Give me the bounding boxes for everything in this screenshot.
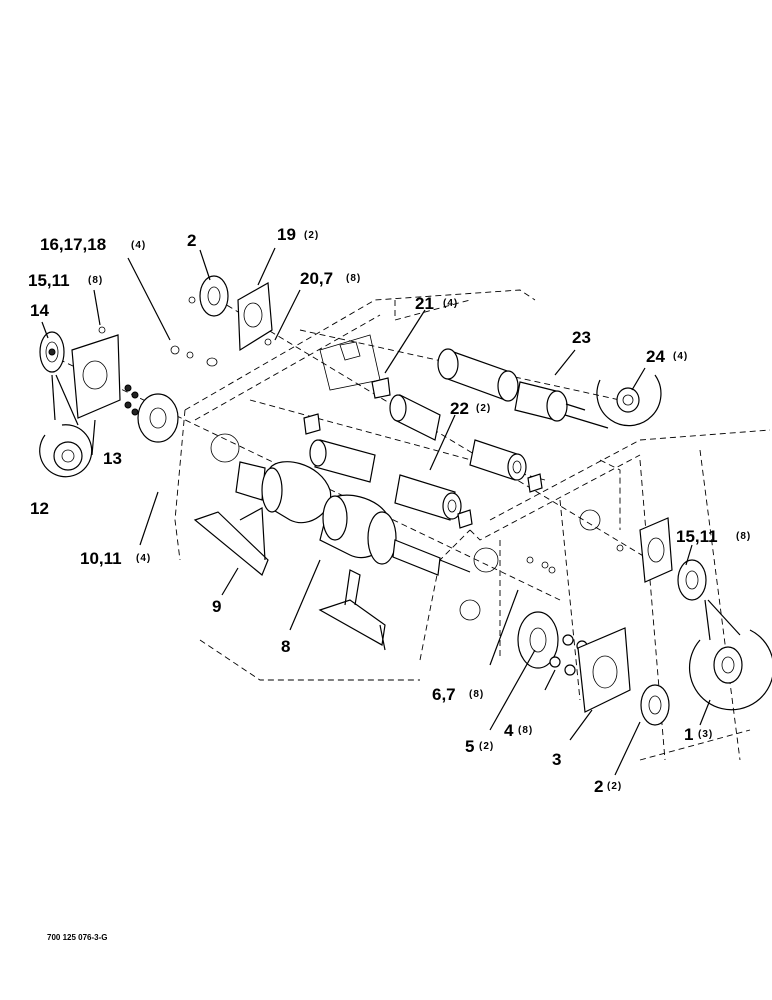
qty-22: (2)	[476, 403, 491, 414]
label-2-top: 2	[187, 231, 196, 250]
qty-1: (3)	[698, 729, 713, 740]
label-10-11: 10,11	[80, 549, 122, 568]
label-19: 19	[277, 225, 296, 244]
label-4: 4	[504, 721, 514, 740]
qty-6-7: (8)	[469, 689, 484, 700]
label-15-11-right: 15,11	[676, 527, 718, 546]
qty-15-11-left: (8)	[88, 275, 103, 286]
label-24: 24	[646, 347, 665, 366]
label-13: 13	[103, 449, 122, 468]
label-6-7: 6,7	[432, 685, 456, 704]
label-14: 14	[30, 301, 49, 320]
qty-15-11-right: (8)	[736, 531, 751, 542]
label-16-17-18: 16,17,18	[40, 235, 106, 254]
label-23: 23	[572, 328, 591, 347]
qty-4: (8)	[518, 725, 533, 736]
machine-frame	[174, 289, 771, 761]
drum-roller	[235, 461, 471, 576]
label-2-bottom: 2	[594, 777, 603, 796]
label-20-7: 20,7	[300, 269, 333, 288]
right-bearing-assembly	[517, 374, 772, 726]
qty-5: (2)	[479, 741, 494, 752]
top-bearing-assembly	[188, 275, 273, 352]
left-bearing-assembly	[39, 326, 218, 478]
label-1: 1	[684, 725, 693, 744]
figure-code: 700 125 076-3-G	[47, 933, 108, 942]
brackets	[193, 507, 386, 651]
rollers	[303, 348, 586, 529]
label-22: 22	[450, 399, 469, 418]
qty-21: (4)	[443, 298, 458, 309]
label-21: 21	[415, 294, 434, 313]
label-3: 3	[552, 750, 561, 769]
qty-24: (4)	[673, 351, 688, 362]
qty-20-7: (8)	[346, 273, 361, 284]
qty-19: (2)	[304, 230, 319, 241]
label-9: 9	[212, 597, 221, 616]
label-15-11-left: 15,11	[28, 271, 70, 290]
qty-10-11: (4)	[136, 553, 151, 564]
qty-2-bottom: (2)	[607, 781, 622, 792]
label-8: 8	[281, 637, 290, 656]
qty-16-17-18: (4)	[131, 240, 146, 251]
leader-lines	[41, 247, 711, 776]
callout-labels: 2 19 (2) 16,17,18 (4) 20,7 (8) 15,11 (8)…	[28, 225, 751, 796]
label-12: 12	[30, 499, 49, 518]
label-5: 5	[465, 737, 474, 756]
